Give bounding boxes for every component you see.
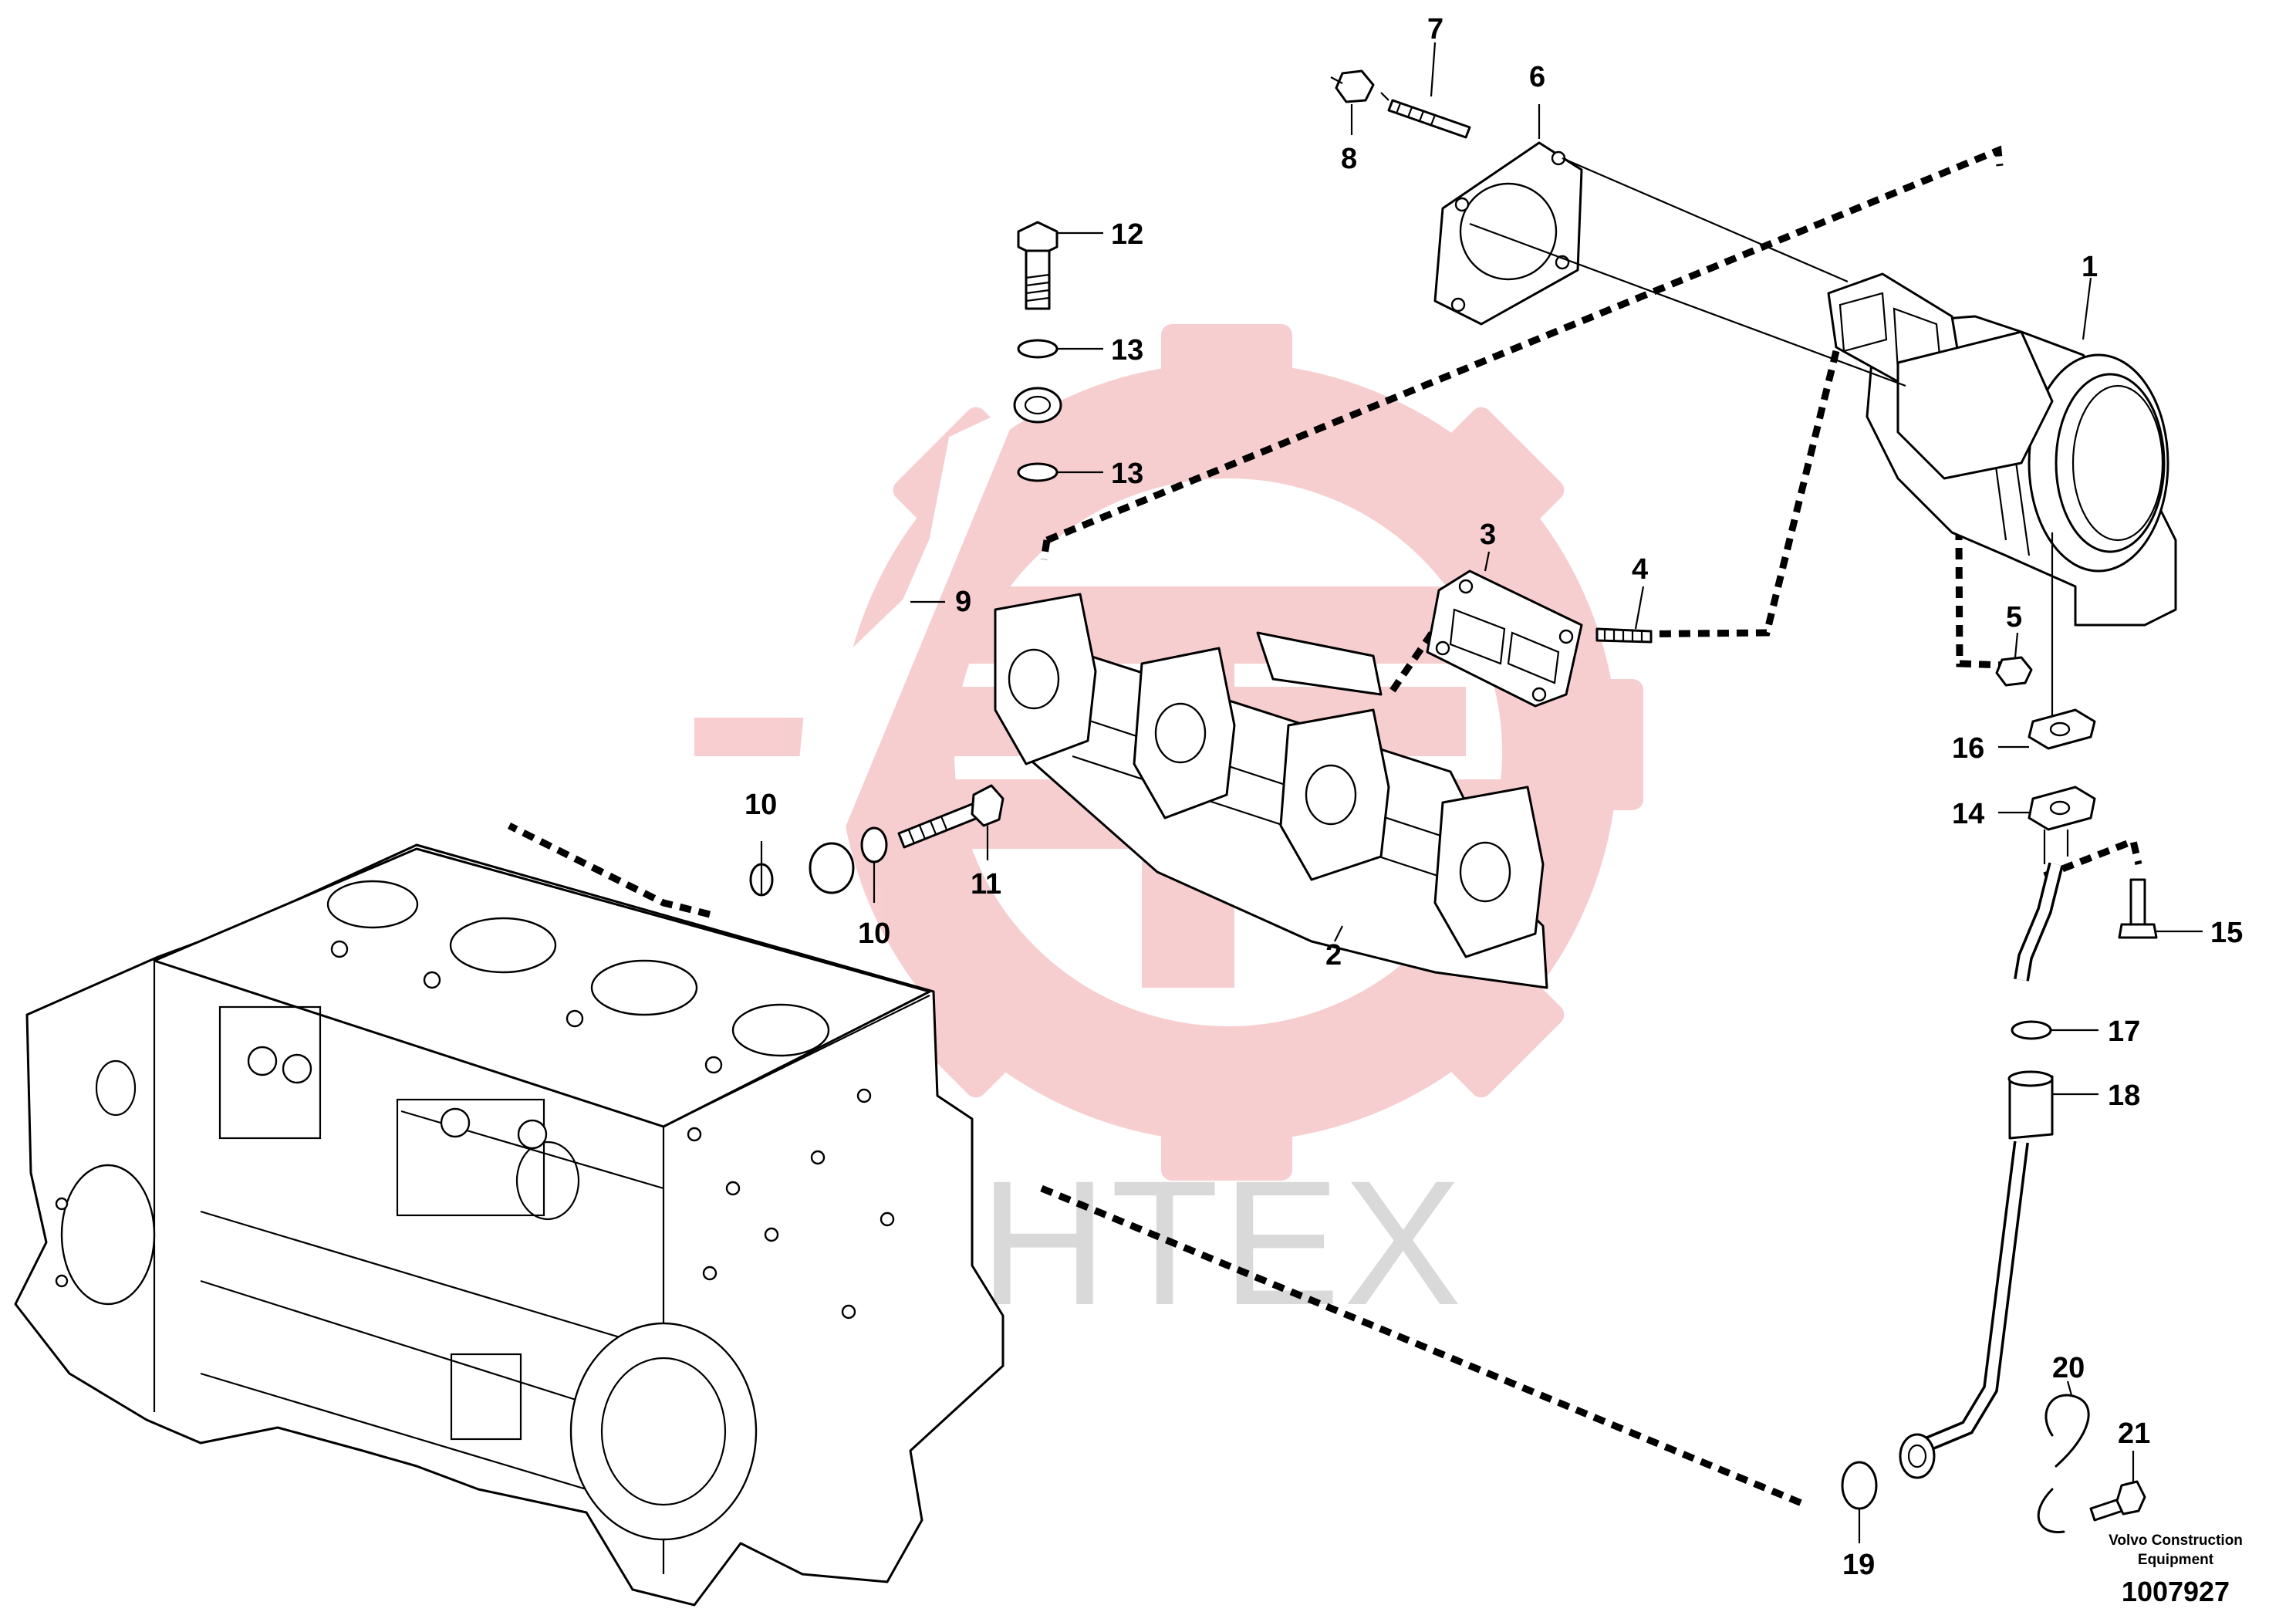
callout-labels: 1 2 3 4 5 6 7 8 9 10 10 11 12 13 13 14 1…	[745, 13, 2243, 1581]
drawing-number: 1007927	[2122, 1576, 2230, 1607]
callout-8: 8	[1341, 143, 1357, 175]
callout-9: 9	[955, 586, 971, 618]
oil-feed-pipe	[798, 387, 1062, 894]
callout-6: 6	[1529, 61, 1545, 93]
callout-3: 3	[1480, 519, 1496, 551]
callout-2: 2	[1325, 939, 1342, 972]
stud-7	[1387, 99, 1471, 139]
clamp-20-lower	[2037, 1488, 2065, 1534]
company-name-line2: Equipment	[2138, 1552, 2214, 1568]
callout-16: 16	[1952, 732, 1984, 765]
washer-10-right	[860, 826, 888, 863]
callout-20: 20	[2052, 1352, 2085, 1384]
callout-5: 5	[2006, 601, 2022, 634]
callout-13-bottom: 13	[1111, 458, 1143, 490]
leader-lines	[760, 42, 2203, 1543]
o-ring-17	[2011, 1020, 2052, 1040]
callout-10-left: 10	[745, 789, 777, 821]
callout-17: 17	[2108, 1015, 2140, 1048]
callout-15: 15	[2210, 917, 2243, 949]
turbocharger	[1827, 272, 2177, 627]
callout-11: 11	[971, 868, 1001, 901]
callout-14: 14	[1952, 798, 1984, 830]
callout-19: 19	[1842, 1549, 1875, 1581]
flange-alignment-line-2	[1469, 222, 1906, 387]
washer-13-bottom	[1017, 462, 1059, 482]
callout-1: 1	[2082, 251, 2098, 283]
banjo-bolt-11	[897, 784, 1004, 849]
flange-alignment-line	[1562, 157, 1849, 283]
flange-gasket-6	[1433, 141, 1583, 326]
washer-13-top	[1017, 339, 1059, 359]
callout-18: 18	[2108, 1080, 2140, 1112]
nut-5	[1995, 656, 2033, 687]
o-ring-19	[1841, 1461, 1878, 1510]
exhaust-manifold	[994, 593, 1548, 989]
callout-4: 4	[1632, 553, 1648, 586]
callout-21: 21	[2118, 1418, 2150, 1450]
pipe-guide-lines	[2043, 830, 2069, 864]
company-name-line1: Volvo Construction	[2109, 1532, 2243, 1549]
callout-13-top: 13	[1111, 334, 1143, 367]
callout-10-right: 10	[858, 917, 890, 950]
clamp-20	[2044, 1394, 2090, 1468]
gasket-14	[2028, 786, 2096, 831]
turbo-gasket	[1426, 569, 1583, 708]
nut-8	[1330, 69, 1389, 103]
oil-return-pipe	[1899, 532, 2064, 1479]
bolt-21	[2089, 1480, 2146, 1522]
bolt-15	[2118, 878, 2158, 939]
callout-7: 7	[1427, 13, 1443, 46]
engine-block	[14, 843, 1004, 1607]
banjo-bolt-12	[1017, 221, 1059, 310]
stud-4	[1595, 627, 1653, 644]
callout-12: 12	[1111, 218, 1143, 251]
flange-16	[2028, 708, 2096, 750]
